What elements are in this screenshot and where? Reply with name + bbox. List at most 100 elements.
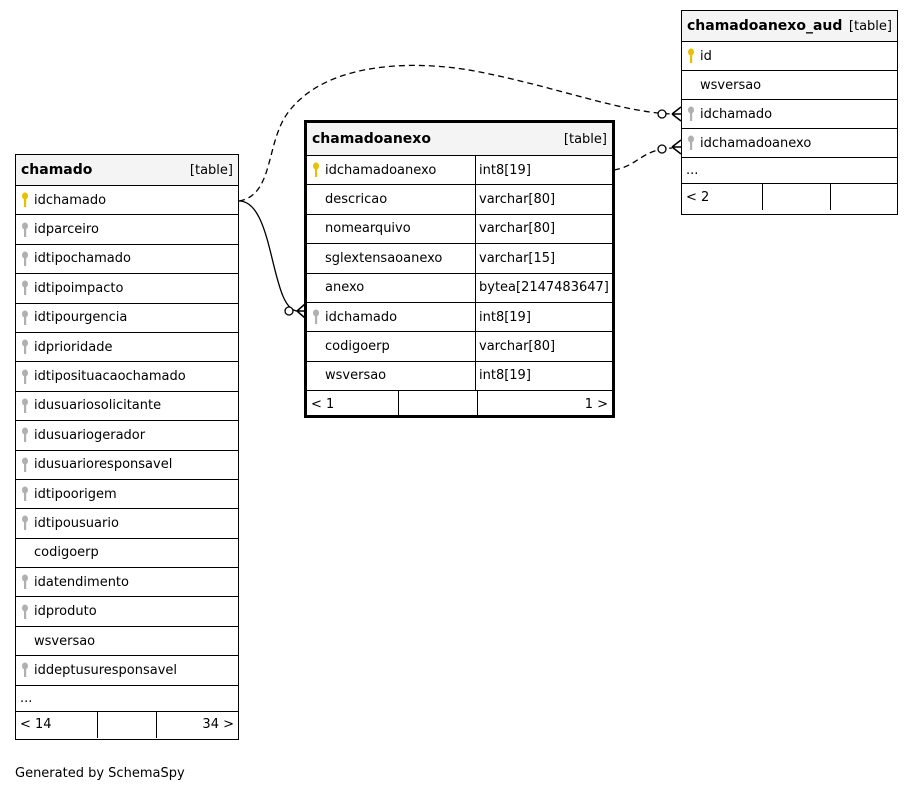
- crowfoot-marker: [296, 303, 306, 319]
- column-row[interactable]: idchamado: [16, 186, 238, 216]
- footer-middle: [98, 711, 157, 738]
- column-name: idtipourgencia: [34, 310, 128, 326]
- column-row[interactable]: idatendimento: [16, 568, 238, 598]
- relation-end-marker: [657, 109, 667, 119]
- column-row[interactable]: idtipoimpacto: [16, 274, 238, 304]
- column-name: iddeptusuresponsavel: [34, 662, 178, 678]
- column-name: idatendimento: [34, 574, 129, 590]
- column-name: idchamadoanexo: [700, 135, 812, 151]
- table-name: chamadoanexo: [312, 131, 431, 147]
- column-row[interactable]: codigoerp: [16, 539, 238, 569]
- column-row[interactable]: idchamado int8[19]: [307, 302, 612, 333]
- column-name: idproduto: [34, 604, 97, 620]
- column-row[interactable]: wsversao: [16, 627, 238, 657]
- table-footer: < 2: [682, 184, 897, 210]
- primary-key-icon: [307, 162, 325, 178]
- column-name: idchamadoanexo: [325, 162, 437, 178]
- column-type: bytea[2147483647]: [475, 273, 612, 302]
- footer-parents[interactable]: < 1: [307, 391, 399, 418]
- relation-chamado-chamadoanexo: [238, 200, 299, 312]
- column-name: codigoerp: [325, 339, 390, 355]
- footer-children[interactable]: 34 >: [202, 717, 234, 733]
- footer-children[interactable]: [831, 184, 897, 210]
- column-row[interactable]: idchamadoanexo int8[19]: [307, 156, 612, 186]
- footer-middle: [763, 184, 831, 210]
- foreign-key-icon: [16, 251, 34, 267]
- foreign-key-icon: [16, 339, 34, 355]
- column-name: idtipoorigem: [34, 486, 117, 502]
- column-row[interactable]: idproduto: [16, 597, 238, 627]
- column-list: idchamadoanexo int8[19] descricao varchar[8…: [307, 156, 612, 392]
- footer-parents[interactable]: < 14: [16, 711, 98, 738]
- column-row[interactable]: idchamadoanexo: [682, 129, 897, 158]
- relation-end-marker: [284, 306, 294, 316]
- column-type: varchar[80]: [475, 185, 612, 214]
- foreign-key-icon: [16, 604, 34, 620]
- column-name: codigoerp: [34, 545, 99, 561]
- foreign-key-icon: [16, 662, 34, 678]
- column-row[interactable]: idusuarioresponsavel: [16, 451, 238, 480]
- foreign-key-icon: [16, 222, 34, 238]
- table-header: chamadoanexo_aud [table]: [682, 11, 897, 42]
- foreign-key-icon: [16, 574, 34, 590]
- column-row[interactable]: idtiposituacaochamado: [16, 362, 238, 392]
- table-type-label: [table]: [563, 131, 607, 147]
- column-name: idusuariogerador: [34, 427, 146, 443]
- foreign-key-icon: [16, 486, 34, 502]
- column-name: idtipousuario: [34, 515, 119, 531]
- column-row[interactable]: idtipourgencia: [16, 304, 238, 333]
- column-row[interactable]: idprioridade: [16, 333, 238, 363]
- table-footer: < 14 34 >: [16, 711, 238, 738]
- column-row[interactable]: idchamado: [682, 100, 897, 129]
- column-row[interactable]: descricao varchar[80]: [307, 185, 612, 215]
- column-row[interactable]: idtipoorigem: [16, 480, 238, 510]
- generated-by-credit[interactable]: Generated by SchemaSpy: [15, 766, 185, 781]
- table-footer: < 1 1 >: [307, 391, 612, 418]
- more-columns: ...: [682, 158, 897, 184]
- foreign-key-icon: [16, 280, 34, 296]
- column-row[interactable]: idtipochamado: [16, 245, 238, 275]
- foreign-key-icon: [16, 515, 34, 531]
- column-row[interactable]: idusuariosolicitante: [16, 392, 238, 422]
- foreign-key-icon: [16, 398, 34, 414]
- crowfoot-marker: [671, 106, 682, 122]
- table-type-label: [table]: [189, 162, 233, 178]
- footer-children[interactable]: 1 >: [584, 396, 608, 412]
- footer-parents[interactable]: < 2: [682, 184, 763, 210]
- column-row[interactable]: wsversao: [682, 71, 897, 100]
- column-name: wsversao: [34, 633, 96, 649]
- foreign-key-icon: [307, 309, 325, 325]
- column-name: wsversao: [325, 368, 387, 384]
- column-name: idchamado: [325, 309, 398, 325]
- column-type: int8[19]: [475, 156, 612, 185]
- column-name: idprioridade: [34, 339, 113, 355]
- column-row[interactable]: iddeptusuresponsavel: [16, 656, 238, 686]
- foreign-key-icon: [16, 369, 34, 385]
- column-type: varchar[15]: [475, 244, 612, 273]
- column-row[interactable]: sglextensaoanexo varchar[15]: [307, 244, 612, 274]
- table-chamadoanexo[interactable]: chamadoanexo [table] idchamadoanexo int8[…: [304, 120, 615, 418]
- column-name: idusuarioresponsavel: [34, 457, 173, 473]
- column-name: idusuariosolicitante: [34, 398, 162, 414]
- table-name: chamado: [21, 162, 93, 178]
- footer-middle: [399, 391, 478, 418]
- column-row[interactable]: idtipousuario: [16, 509, 238, 539]
- column-type: int8[19]: [475, 302, 612, 332]
- column-name: descricao: [325, 192, 388, 208]
- column-row[interactable]: idparceiro: [16, 215, 238, 245]
- column-name: idtipoimpacto: [34, 280, 124, 296]
- column-row[interactable]: id: [682, 42, 897, 71]
- foreign-key-icon: [16, 457, 34, 473]
- more-columns: ...: [16, 686, 238, 712]
- column-name: sglextensaoanexo: [325, 250, 443, 266]
- table-header: chamado [table]: [16, 155, 238, 186]
- column-row[interactable]: idusuariogerador: [16, 421, 238, 451]
